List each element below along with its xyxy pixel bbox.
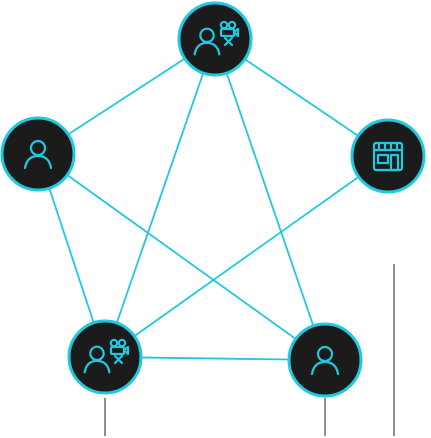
node-bottom-left	[67, 319, 143, 395]
node-bottom-left-circle	[67, 319, 143, 395]
person-icon	[310, 345, 340, 376]
node-top	[177, 1, 253, 77]
node-left	[0, 116, 76, 192]
edge-top-to-bottom-left	[104, 38, 216, 358]
person-icon	[23, 139, 53, 170]
node-bottom-right	[287, 322, 363, 398]
node-right	[350, 118, 426, 194]
network-nodes	[0, 1, 426, 398]
node-top-circle	[177, 1, 253, 77]
edge-top-to-bottom-right	[214, 38, 326, 361]
network-edges	[37, 38, 389, 361]
person-film-camera-icon	[193, 20, 240, 56]
storefront-icon	[372, 141, 404, 172]
person-film-camera-icon	[83, 338, 130, 374]
connector-pins	[104, 264, 395, 436]
edge-left-to-bottom-right	[37, 153, 326, 361]
edge-right-to-bottom-left	[104, 155, 389, 358]
